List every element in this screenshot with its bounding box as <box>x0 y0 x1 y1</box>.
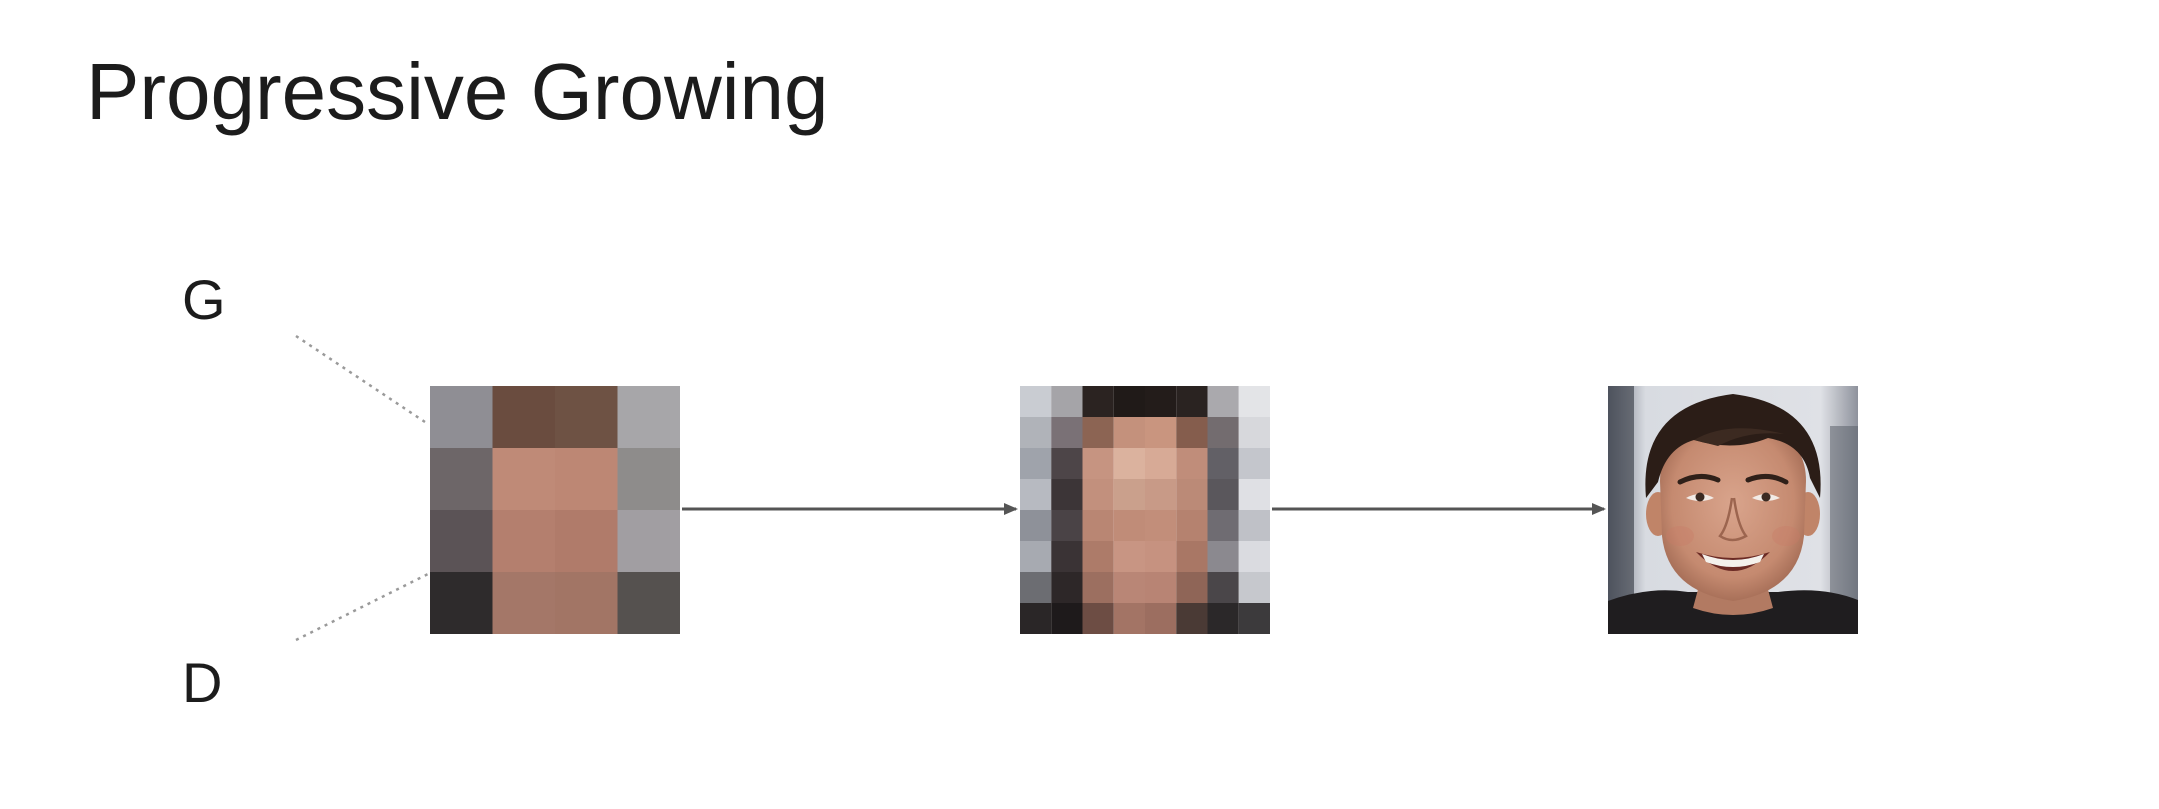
generator-label: G <box>182 268 226 331</box>
face-4x4-image <box>430 386 680 634</box>
slide-title: Progressive Growing <box>86 47 829 136</box>
face-full-resolution-image <box>1608 386 1858 634</box>
discriminator-dotted-connector <box>295 572 429 642</box>
generator-dotted-connector <box>295 334 429 426</box>
face-8x8-image <box>1020 386 1270 634</box>
discriminator-label: D <box>182 651 223 714</box>
